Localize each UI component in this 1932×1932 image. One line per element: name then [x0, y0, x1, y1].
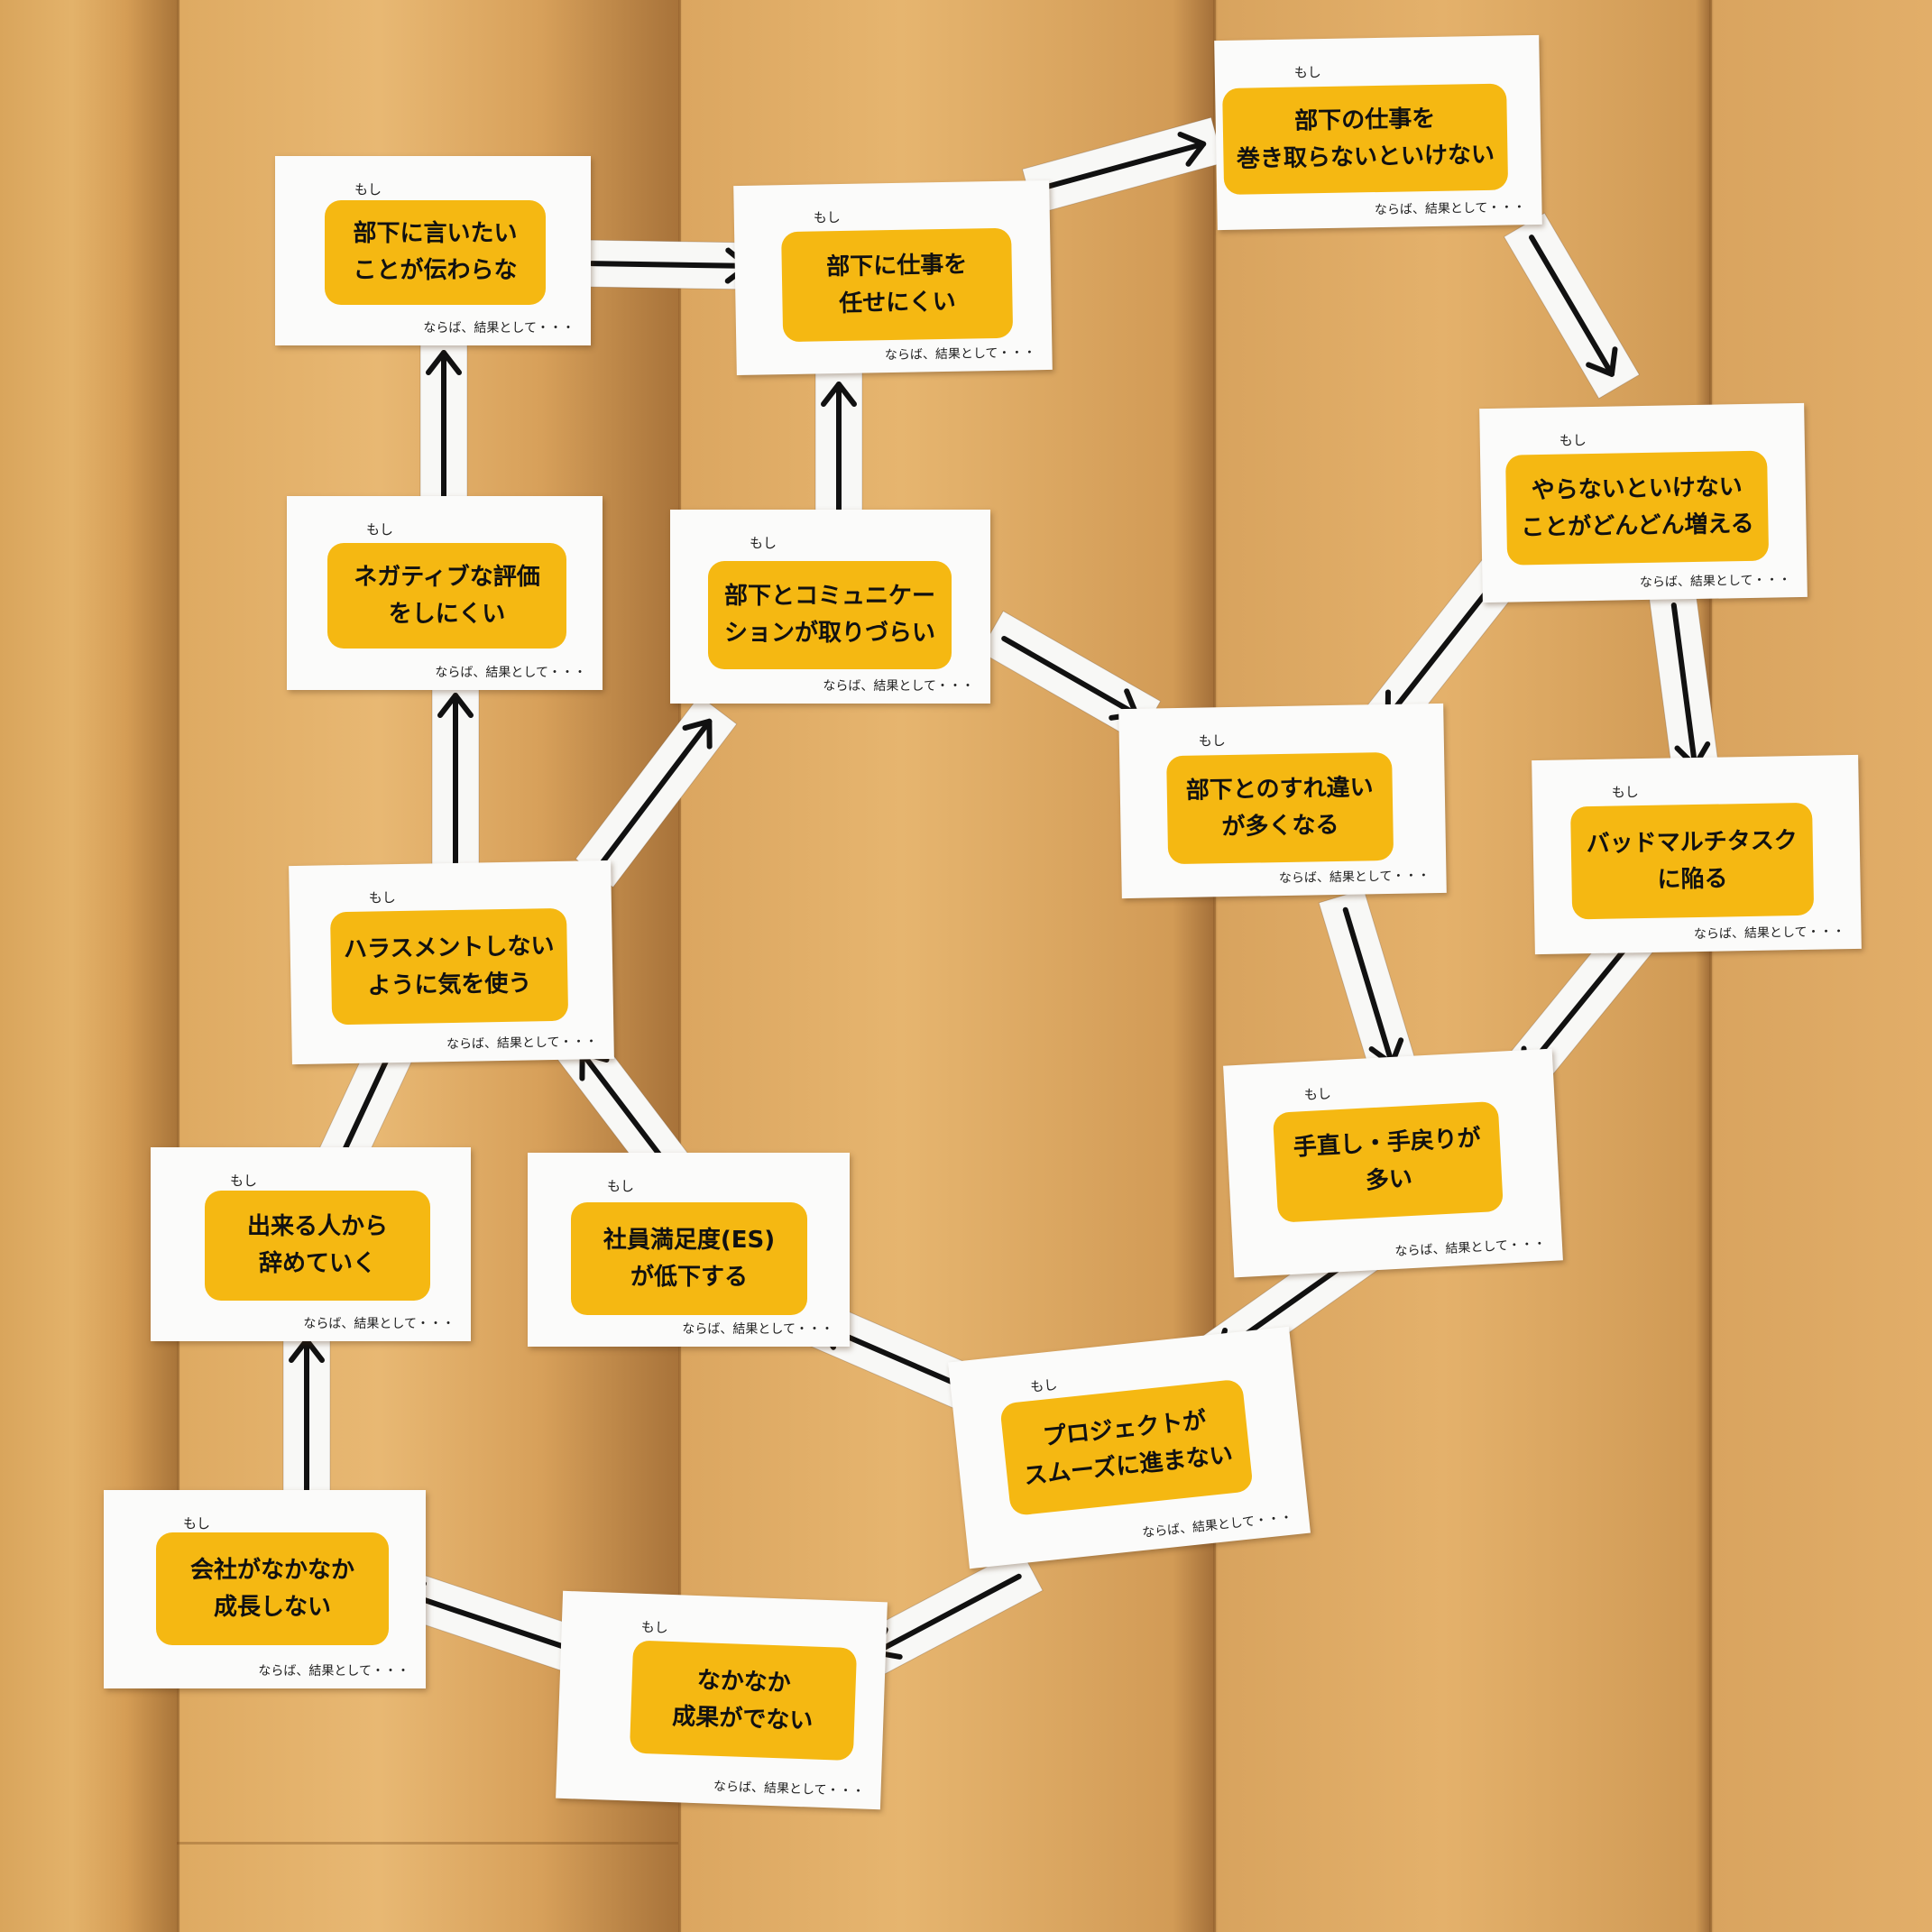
card-prefix: もし [354, 181, 382, 198]
card-prefix: もし [230, 1173, 258, 1189]
card-suffix: ならば、結果として・・・ [713, 1779, 865, 1799]
arrow-head [437, 693, 474, 718]
card-suffix: ならば、結果として・・・ [1374, 200, 1526, 218]
arrow-c9-c6 [575, 695, 738, 888]
card-prefix: もし [1559, 432, 1587, 449]
card-text: バッドマルチタスク に陥る [1570, 802, 1815, 920]
floor-seam [1709, 0, 1712, 1932]
cause-card: もし なかなか 成果がでない ならば、結果として・・・ [556, 1590, 888, 1810]
card-text: 出来る人から 辞めていく [205, 1191, 430, 1301]
cause-card: もし 部下に言いたい ことが伝わらな ならば、結果として・・・ [275, 156, 591, 345]
cause-card: もし 社員満足度(ES) が低下する ならば、結果として・・・ [528, 1153, 850, 1347]
card-text: やらないといけない ことがどんどん増える [1505, 450, 1770, 566]
floor-seam [177, 1842, 678, 1845]
card-text: 部下に言いたい ことが伝わらな [325, 200, 546, 305]
card-text: 手直し・手戻りが 多い [1272, 1100, 1504, 1223]
card-suffix: ならば、結果として・・・ [884, 345, 1036, 363]
arrow-c2-c3 [1021, 116, 1225, 216]
card-suffix: ならば、結果として・・・ [303, 1317, 455, 1331]
arrow-head [426, 350, 462, 375]
card-prefix: もし [1611, 784, 1639, 801]
card-prefix: もし [1293, 64, 1321, 81]
card-suffix: ならば、結果として・・・ [423, 321, 575, 336]
card-text: 部下の仕事を 巻き取らないといけない [1222, 83, 1509, 195]
arrow-shaft [1039, 141, 1207, 191]
arrow-head [1586, 346, 1618, 377]
arrow-c14-c11 [282, 1325, 331, 1516]
card-suffix: ならば、結果として・・・ [1639, 573, 1791, 591]
cause-card: もし プロジェクトが スムーズに進まない ならば、結果として・・・ [948, 1326, 1311, 1569]
card-suffix: ならば、結果として・・・ [435, 666, 586, 680]
card-suffix: ならば、結果として・・・ [1693, 925, 1845, 943]
arrow-shaft [1529, 235, 1615, 377]
card-prefix: もし [813, 209, 841, 226]
card-text: プロジェクトが スムーズに進まない [999, 1378, 1254, 1517]
arrow-shaft [872, 1573, 1022, 1656]
card-prefix: もし [1029, 1376, 1059, 1396]
cause-card: もし 会社がなかなか 成長しない ならば、結果として・・・ [104, 1490, 426, 1688]
card-suffix: ならば、結果として・・・ [1394, 1237, 1547, 1260]
arrow-shaft [588, 261, 751, 269]
card-prefix: もし [640, 1618, 669, 1636]
arrow-head [821, 382, 857, 407]
arrow-shaft [600, 718, 713, 865]
card-prefix: もし [366, 521, 394, 538]
cause-card: もし 手直し・手戻りが 多い ならば、結果として・・・ [1223, 1048, 1563, 1278]
arrow-head [682, 718, 713, 750]
card-text: ハラスメントしない ように気を使う [330, 907, 569, 1026]
arrow-shaft [1385, 574, 1502, 721]
arrow-head [1177, 131, 1207, 167]
card-text: 社員満足度(ES) が低下する [571, 1202, 807, 1315]
arrow-shaft [1670, 602, 1698, 769]
cause-card: もし 部下に仕事を 任せにくい ならば、結果として・・・ [733, 179, 1053, 376]
cause-card: もし 部下の仕事を 巻き取らないといけない ならば、結果として・・・ [1214, 34, 1542, 231]
cause-card: もし ハラスメントしない ように気を使う ならば、結果として・・・ [289, 860, 614, 1065]
card-suffix: ならば、結果として・・・ [1141, 1510, 1293, 1541]
card-prefix: もし [368, 889, 396, 906]
arrow-c4-c8 [1648, 587, 1721, 784]
arrow-c5-c1 [419, 337, 468, 520]
card-suffix: ならば、結果として・・・ [258, 1664, 409, 1679]
card-suffix: ならば、結果として・・・ [1278, 869, 1431, 887]
card-text: なかなか 成果がでない [629, 1640, 858, 1762]
card-text: 部下とコミュニケー ションが取りづらい [708, 561, 952, 669]
arrow-shaft [1342, 906, 1395, 1067]
cause-card: もし バッドマルチタスク に陥る ならば、結果として・・・ [1532, 754, 1862, 955]
card-suffix: ならば、結果として・・・ [446, 1035, 598, 1053]
card-prefix: もし [607, 1178, 635, 1194]
floor-seam [177, 0, 179, 1932]
arrow-c3-c4 [1503, 212, 1641, 400]
cause-card: もし 出来る人から 辞めていく ならば、結果として・・・ [151, 1147, 471, 1341]
card-text: 会社がなかなか 成長しない [156, 1532, 389, 1645]
cause-card: もし 部下とのすれ違い が多くなる ならば、結果として・・・ [1118, 703, 1447, 899]
floor-seam [1213, 0, 1216, 1932]
card-text: 部下に仕事を 任せにくい [781, 227, 1014, 343]
arrow-c9-c5 [431, 680, 480, 879]
arrow-shaft [397, 1588, 568, 1651]
card-prefix: もし [183, 1515, 211, 1532]
card-prefix: もし [1198, 732, 1226, 750]
arrow-shaft [1001, 635, 1139, 718]
arrow-c7-c10 [1318, 888, 1420, 1085]
cause-card: もし やらないといけない ことがどんどん増える ならば、結果として・・・ [1479, 402, 1808, 603]
card-suffix: ならば、結果として・・・ [682, 1322, 833, 1337]
card-text: ネガティブな評価 をしにくい [327, 543, 566, 649]
card-text: 部下とのすれ違い が多くなる [1166, 751, 1394, 865]
card-prefix: もし [1303, 1085, 1332, 1104]
card-prefix: もし [750, 535, 777, 551]
floor-seam [678, 0, 681, 1932]
card-suffix: ならば、結果として・・・ [823, 679, 974, 694]
cause-card: もし 部下とコミュニケー ションが取りづらい ならば、結果として・・・ [670, 510, 990, 704]
cause-card: もし ネガティブな評価 をしにくい ならば、結果として・・・ [287, 496, 603, 690]
